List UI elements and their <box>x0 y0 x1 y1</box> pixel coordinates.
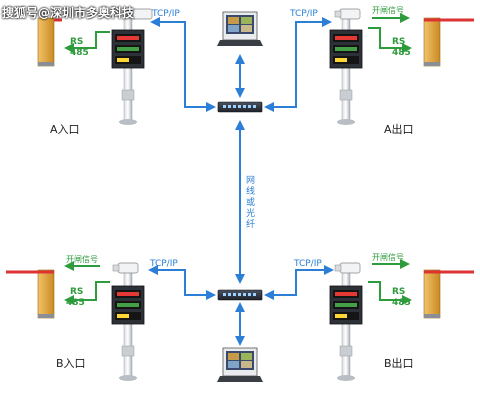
station-a-entry: A入口 <box>50 123 80 136</box>
b-entry-barrier <box>37 269 55 319</box>
station-b-exit: B出口 <box>384 356 414 370</box>
b-exit-rs-label: RS <box>392 287 405 297</box>
a-exit-rs-number: 485 <box>392 48 411 58</box>
a-entry-tcp-link <box>150 17 216 112</box>
a-exit-rs-label: RS <box>392 37 405 47</box>
a-entry-post <box>111 9 145 126</box>
b-exit-post <box>329 265 363 382</box>
b-entry-post <box>111 265 145 382</box>
network-medium-label: 网线或光纤 <box>246 176 256 230</box>
station-b-entry: B入口 <box>56 357 86 370</box>
top-network-switch <box>217 101 263 113</box>
watermark: 搜狐号@深圳市多奥科技 <box>2 6 135 20</box>
station-a-exit: A出口 <box>384 122 414 136</box>
b-entry-camera <box>112 262 139 274</box>
b-exit-gate-signal-label: 开闸信号 <box>372 252 404 262</box>
b-exit-tcp-link <box>264 265 334 300</box>
b-entry-gate-signal-label: 开闸信号 <box>66 254 98 264</box>
b-exit-tcp-label: TCP/IP <box>293 259 322 269</box>
a-entry-rs485-link <box>64 31 110 53</box>
a-exit-barrier <box>423 17 441 67</box>
b-entry-rs-number: 485 <box>66 298 85 308</box>
b-exit-barrier <box>423 269 441 319</box>
a-entry-rs-label: RS <box>70 37 83 47</box>
b-exit-rs-number: 485 <box>392 298 411 308</box>
b-entry-rs485-link <box>64 281 110 305</box>
a-exit-camera <box>334 8 361 20</box>
b-exit-rs485-link <box>368 281 412 305</box>
a-exit-gate-signal-label: 开闸信号 <box>372 5 404 15</box>
bottom-computer <box>216 347 264 383</box>
a-entry-tcp-label: TCP/IP <box>151 9 180 19</box>
b-exit-camera <box>334 262 361 274</box>
a-exit-post <box>329 9 363 126</box>
a-entry-barrier <box>37 17 55 67</box>
a-exit-tcp-link <box>264 17 332 112</box>
b-entry-rs-label: RS <box>70 287 83 297</box>
a-entry-rs-number: 485 <box>70 48 89 58</box>
b-entry-tcp-link <box>148 265 216 300</box>
a-exit-rs485-link <box>368 27 412 53</box>
bottom-network-switch <box>217 289 263 301</box>
top-computer <box>216 11 264 47</box>
a-exit-tcp-label: TCP/IP <box>289 9 318 19</box>
b-entry-tcp-label: TCP/IP <box>149 259 178 269</box>
